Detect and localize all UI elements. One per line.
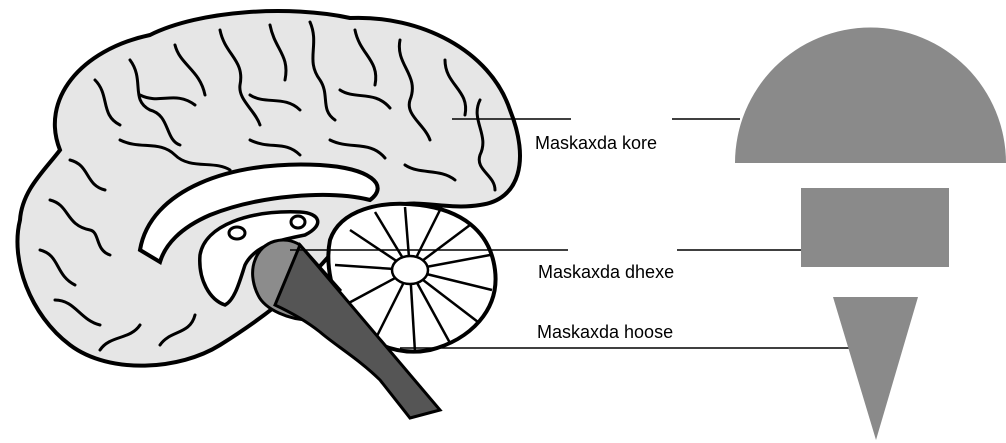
half-circle-shape — [735, 28, 1006, 164]
brain-illustration — [17, 11, 520, 418]
triangle-shape — [833, 297, 918, 440]
thalamus-spot — [229, 227, 245, 239]
level-shapes — [735, 28, 1006, 441]
label-middle-brain: Maskaxda dhexe — [538, 262, 674, 283]
pineal-spot — [291, 216, 305, 228]
label-lower-brain: Maskaxda hoose — [537, 322, 673, 343]
rectangle-shape — [801, 188, 949, 267]
label-upper-brain: Maskaxda kore — [535, 133, 657, 154]
